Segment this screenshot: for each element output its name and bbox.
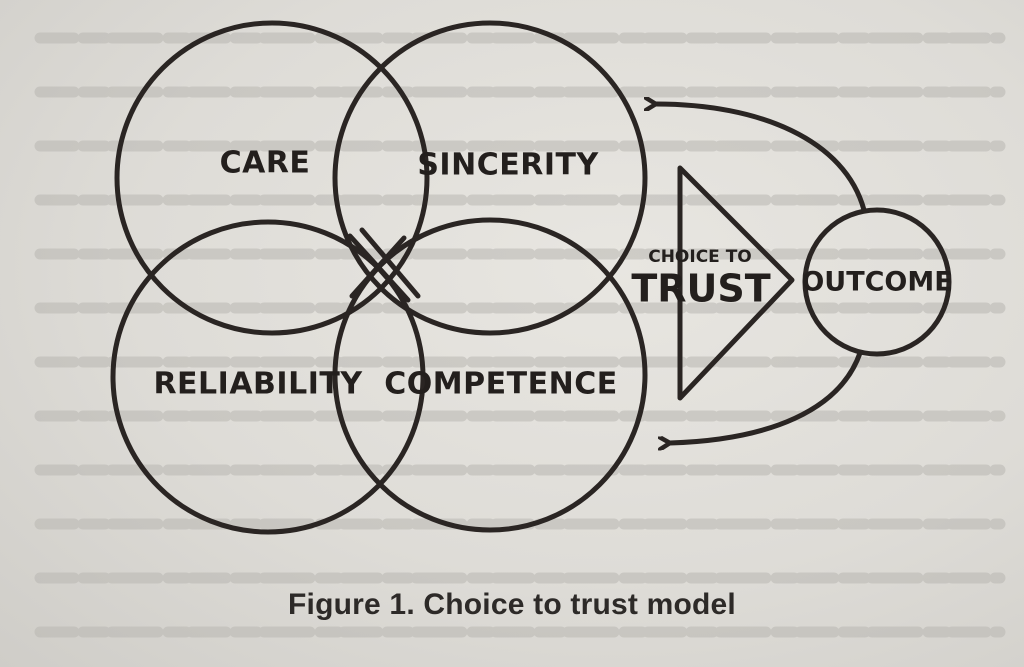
outcome-label: OUTCOME: [801, 267, 952, 298]
sincerity-circle: [332, 20, 648, 336]
care-circle: [114, 20, 430, 336]
sincerity-label: SINCERITY: [417, 148, 599, 183]
competence-label: COMPETENCE: [384, 367, 617, 402]
choice-to-label: CHOICE TO: [648, 247, 752, 267]
choice-to-trust-triangle: [677, 165, 795, 401]
competence-circle: [332, 217, 648, 533]
arrow-outcome-to-top: [656, 104, 867, 213]
figure-caption: Figure 1. Choice to trust model: [288, 588, 736, 621]
reliability-label: RELIABILITY: [153, 367, 363, 402]
center-overlap-hatching: [347, 227, 421, 303]
outcome-circle: [802, 207, 952, 357]
trust-label: TRUST: [631, 267, 770, 311]
arrow-outcome-to-bottom: [670, 350, 863, 443]
care-label: CARE: [220, 146, 311, 181]
reliability-circle: [110, 219, 426, 535]
